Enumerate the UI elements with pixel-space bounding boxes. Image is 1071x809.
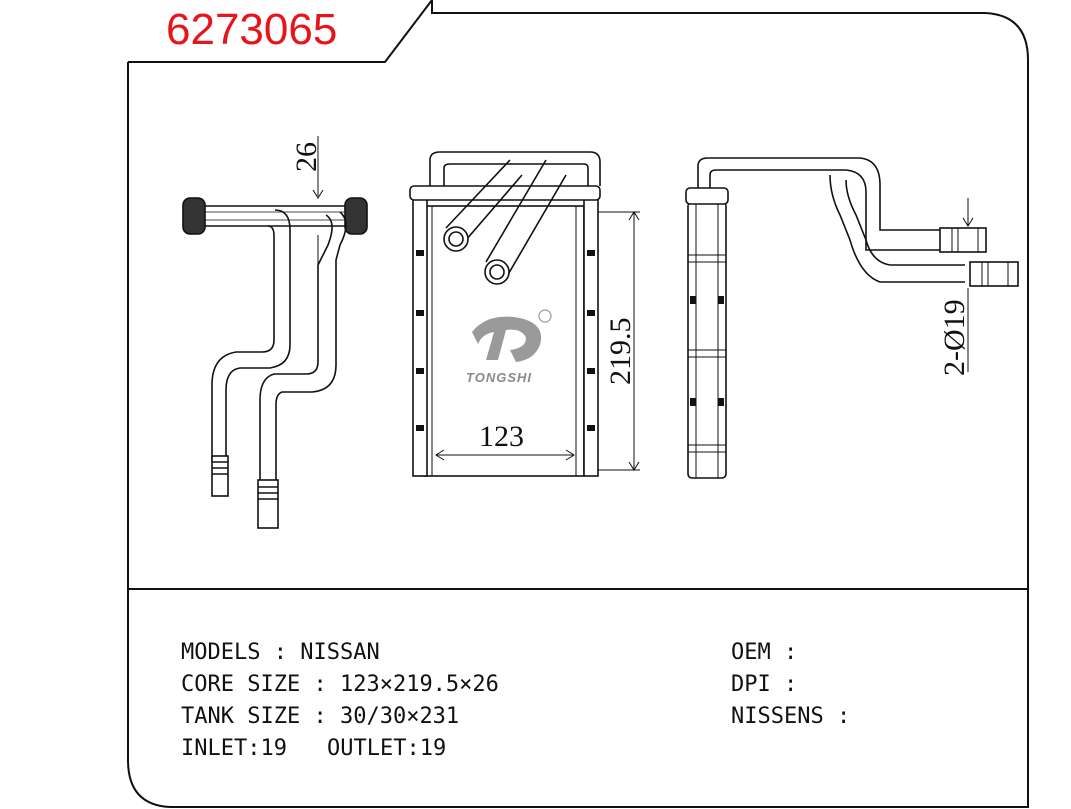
drawing-frame (127, 0, 1029, 808)
ref-oem: OEM : (731, 640, 811, 665)
dim-pipe-diameter: 2-Ø19 (938, 299, 971, 376)
part-number: 6273065 (166, 5, 338, 54)
side-view-right (685, 157, 1019, 479)
ref-nissens: NISSENS : (731, 704, 864, 729)
dim-width: 123 (479, 420, 524, 453)
logo-text: TONGSHI (466, 370, 532, 385)
dim-thickness: 26 (290, 142, 323, 172)
tongshi-logo-icon (472, 309, 552, 362)
title-tab (128, 0, 433, 63)
spec-tank-size: TANK SIZE : 30/30×231 (181, 704, 460, 729)
spec-list: MODELS : NISSAN CORE SIZE : 123×219.5×26… (181, 637, 499, 765)
side-view-left (182, 136, 368, 529)
spec-core-size: CORE SIZE : 123×219.5×26 (181, 672, 499, 697)
ref-dpi: DPI : (731, 672, 811, 697)
reference-list: OEM : DPI : NISSENS : (731, 637, 863, 733)
dim-height: 219.5 (604, 317, 637, 386)
front-view-core (409, 151, 640, 477)
spec-models: MODELS : NISSAN (181, 640, 380, 665)
